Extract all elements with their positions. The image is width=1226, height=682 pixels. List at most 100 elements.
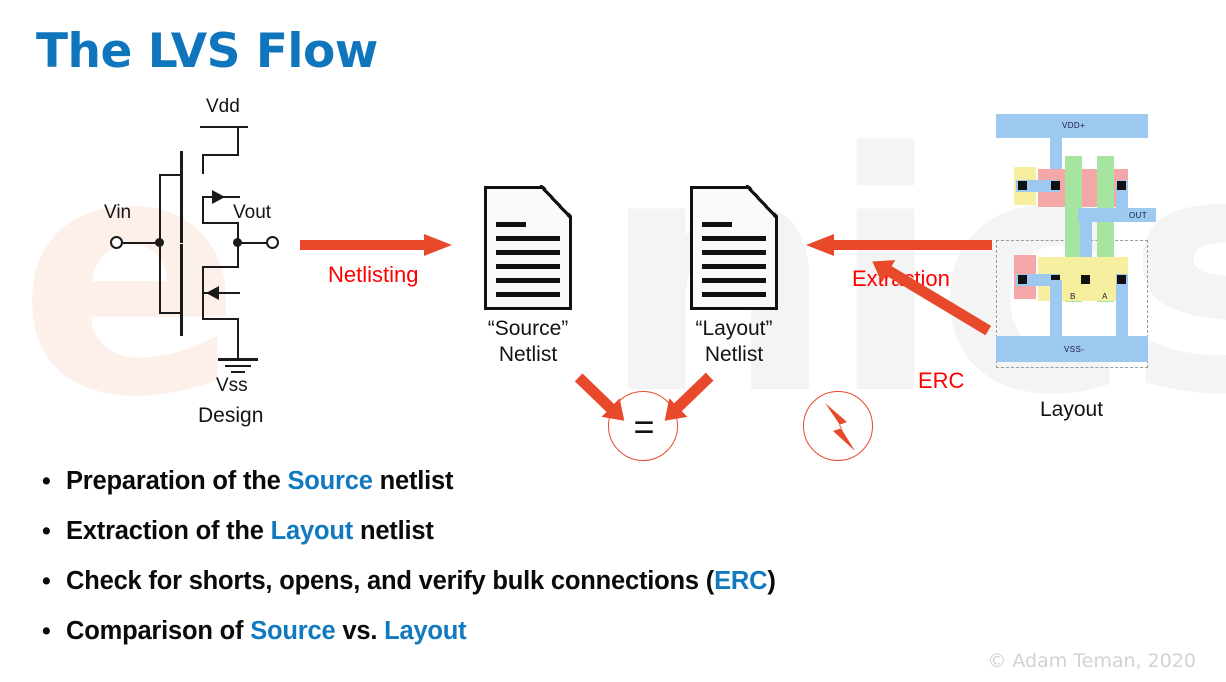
- schematic-caption: Design: [198, 404, 264, 427]
- doc-text-line: [496, 264, 560, 269]
- bullet-highlight: Source: [250, 617, 336, 645]
- erc-label: ERC: [918, 368, 965, 393]
- doc-text-line: [496, 278, 560, 283]
- bullet-text: netlist: [353, 517, 434, 545]
- doc-text-line: [496, 250, 560, 255]
- arrow-head: [424, 234, 452, 256]
- doc-text-line: [702, 292, 766, 297]
- doc-text-line: [496, 222, 526, 227]
- doc-text-line: [496, 236, 560, 241]
- nmos-source-out: [202, 318, 239, 320]
- bullet-highlight: Layout: [384, 617, 467, 645]
- pmos-drain-stub: [202, 154, 239, 156]
- doc-text-line: [702, 250, 766, 255]
- erc-result-circle: [803, 391, 873, 461]
- ground-bar-3: [231, 371, 245, 373]
- nmos-drain-stub: [202, 266, 239, 268]
- list-item: Preparation of the Source netlist: [40, 456, 1040, 506]
- layout-netlist-doc: [690, 185, 778, 310]
- bullet-text: Comparison of: [66, 617, 251, 645]
- list-item: Check for shorts, opens, and verify bulk…: [40, 556, 1040, 606]
- schematic-label-vss: Vss: [216, 375, 248, 396]
- doc-text-line: [702, 236, 766, 241]
- pmos-arrow-icon: [212, 190, 225, 204]
- layout-graphic: VDD+ OUT B A: [992, 112, 1158, 377]
- vss-right-strap: [1116, 274, 1128, 336]
- vout-port: [266, 236, 279, 249]
- equals-symbol: =: [633, 406, 655, 447]
- contact-lower-center: [1081, 275, 1090, 284]
- ground-bar-2: [225, 365, 251, 367]
- doc-fold-icon: [540, 185, 572, 219]
- arrow-shaft: [673, 373, 714, 413]
- vss-drop: [237, 318, 239, 358]
- layout-label-out: OUT: [1129, 211, 1148, 220]
- vss-left-strap: [1050, 280, 1062, 338]
- vdd-rail: [200, 126, 248, 128]
- source-netlist-caption: “Source” Netlist: [448, 316, 608, 368]
- doc-text-line: [702, 264, 766, 269]
- page-title: The LVS Flow: [36, 24, 378, 79]
- arrow-shaft: [832, 240, 992, 250]
- erc-arrow: [861, 248, 994, 342]
- layout-label-gate-b: B: [1070, 292, 1076, 301]
- nmos-gate-bar: [180, 244, 183, 336]
- schematic-label-vout: Vout: [233, 202, 272, 223]
- source-netlist-title: “Source”: [487, 317, 569, 340]
- lightning-bolt-icon: [825, 403, 855, 451]
- schematic-label-vin: Vin: [104, 202, 132, 223]
- layout-netlist-subtitle: Netlist: [704, 343, 764, 366]
- layout-graphic-caption: Layout: [1040, 398, 1104, 421]
- vss-rail-metal: [996, 336, 1148, 362]
- contact-lower-right: [1117, 275, 1126, 284]
- nmos-source-stub: [202, 292, 240, 294]
- bullet-highlight: Layout: [270, 517, 354, 545]
- contact-lower-mid: [1051, 275, 1060, 284]
- netlisting-label: Netlisting: [328, 262, 419, 287]
- vdd-rail-metal: [996, 114, 1148, 138]
- copyright-footer: © Adam Teman, 2020: [987, 650, 1196, 672]
- gate-vertical-bus: [159, 174, 161, 314]
- source-netlist-subtitle: Netlist: [498, 343, 558, 366]
- vin-wire: [123, 242, 159, 244]
- extraction-arrow: [806, 234, 992, 256]
- inverter-schematic: Vdd Vout Vin: [92, 96, 322, 427]
- pmos-drain-channel: [202, 154, 204, 174]
- ground-bar-1: [218, 358, 258, 361]
- pmos-source-channel: [202, 196, 204, 224]
- nmos-drain-channel: [202, 266, 204, 294]
- source-netlist-doc: [484, 185, 572, 310]
- arrow-head: [806, 234, 834, 256]
- doc-text-line: [496, 292, 560, 297]
- bullet-list: Preparation of the Source netlist Extrac…: [40, 456, 1040, 656]
- bullet-text: ): [767, 567, 776, 595]
- vdd-drop: [237, 126, 239, 156]
- contact-lower-left: [1018, 275, 1027, 284]
- bullet-highlight: Source: [287, 467, 373, 495]
- layout-netlist-caption: “Layout” Netlist: [654, 316, 814, 368]
- layout-netlist-title: “Layout”: [695, 317, 773, 340]
- vin-port: [110, 236, 123, 249]
- nmos-gate-tap: [159, 312, 181, 314]
- comparison-result-circle: =: [608, 391, 678, 461]
- bullet-text: vs.: [335, 617, 385, 645]
- bullet-text: Extraction of the: [66, 517, 271, 545]
- pmos-out-drop: [237, 222, 239, 244]
- contact-upper-right: [1117, 181, 1126, 190]
- upper-tap-strap: [1016, 180, 1060, 192]
- pmos-source-out: [202, 222, 239, 224]
- pmos-gate-bar: [180, 151, 183, 243]
- nmos-arrow-icon: [206, 286, 219, 300]
- list-item: Comparison of Source vs. Layout: [40, 606, 1040, 656]
- contact-upper-left: [1018, 181, 1027, 190]
- bullet-text: netlist: [372, 467, 454, 495]
- vout-wire: [238, 242, 268, 244]
- arrow-shaft: [300, 240, 428, 250]
- doc-fold-icon: [746, 185, 778, 219]
- bullet-highlight: ERC: [714, 567, 768, 595]
- layout-label-vss: VSS-: [1064, 345, 1085, 354]
- doc-text-line: [702, 222, 732, 227]
- layout-label-vdd: VDD+: [1062, 121, 1086, 130]
- bullet-text: Preparation of the: [66, 467, 288, 495]
